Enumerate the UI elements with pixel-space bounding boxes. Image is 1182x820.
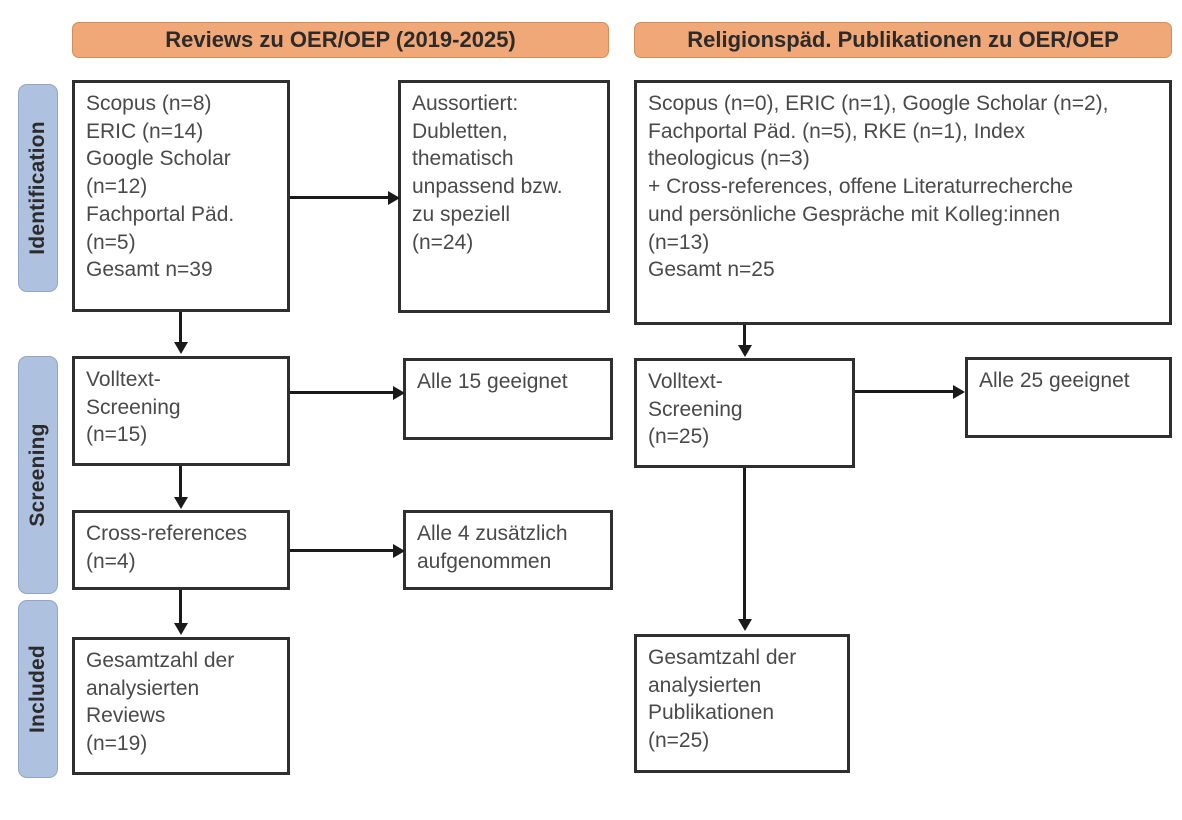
connector-right-fulltext-to-included (743, 468, 746, 620)
arrowhead-left-fulltext-to-result (393, 386, 405, 400)
arrowhead-left-sources-to-fulltext (174, 342, 188, 354)
box-left-excluded: Aussortiert: Dubletten, thematisch unpas… (398, 80, 610, 313)
column-header-reviews: Reviews zu OER/OEP (2019-2025) (72, 22, 609, 58)
arrowhead-left-fulltext-to-crossrefs (174, 497, 188, 509)
box-left-included: Gesamtzahl der analysierten Reviews (n=1… (72, 637, 290, 775)
connector-left-sources-to-fulltext (179, 312, 182, 344)
stage-label-screening: Screening (26, 423, 49, 527)
box-left-crossrefs-result: Alle 4 zusätzlich aufgenommen (403, 510, 613, 590)
column-header-religionspaed-label: Religionspäd. Publikationen zu OER/OEP (687, 27, 1119, 52)
box-left-fulltext-result: Alle 15 geeignet (403, 358, 613, 440)
box-right-fulltext-result: Alle 25 geeignet (965, 357, 1172, 438)
connector-left-sources-to-excluded (290, 196, 390, 199)
box-right-included: Gesamtzahl der analysierten Publikatione… (634, 634, 850, 773)
box-right-fulltext-screening: Volltext- Screening (n=25) (634, 358, 855, 468)
arrowhead-left-sources-to-excluded (388, 191, 400, 205)
box-right-sources: Scopus (n=0), ERIC (n=1), Google Scholar… (634, 80, 1172, 325)
column-header-reviews-label: Reviews zu OER/OEP (2019-2025) (165, 27, 516, 52)
arrowhead-left-crossrefs-to-result (393, 544, 405, 558)
connector-left-crossrefs-to-result (290, 549, 395, 552)
box-left-sources: Scopus (n=8) ERIC (n=14) Google Scholar … (72, 80, 290, 312)
connector-left-crossrefs-to-included (179, 590, 182, 625)
box-left-crossrefs: Cross-references (n=4) (72, 510, 290, 590)
connector-right-fulltext-to-result (855, 390, 955, 393)
arrowhead-right-sources-to-fulltext (738, 345, 752, 357)
stage-pill-identification: Identification (18, 84, 58, 292)
stage-label-included: Included (26, 645, 49, 733)
column-header-religionspaed: Religionspäd. Publikationen zu OER/OEP (634, 22, 1172, 58)
connector-left-fulltext-to-crossrefs (179, 466, 182, 498)
stage-label-identification: Identification (26, 121, 49, 255)
connector-left-fulltext-to-result (290, 391, 395, 394)
stage-pill-included: Included (18, 600, 58, 778)
box-left-fulltext-screening: Volltext- Screening (n=15) (72, 356, 290, 466)
connector-right-sources-to-fulltext (743, 325, 746, 347)
arrowhead-right-fulltext-to-result (953, 385, 965, 399)
stage-pill-screening: Screening (18, 356, 58, 594)
arrowhead-right-fulltext-to-included (738, 619, 752, 631)
arrowhead-left-crossrefs-to-included (174, 623, 188, 635)
